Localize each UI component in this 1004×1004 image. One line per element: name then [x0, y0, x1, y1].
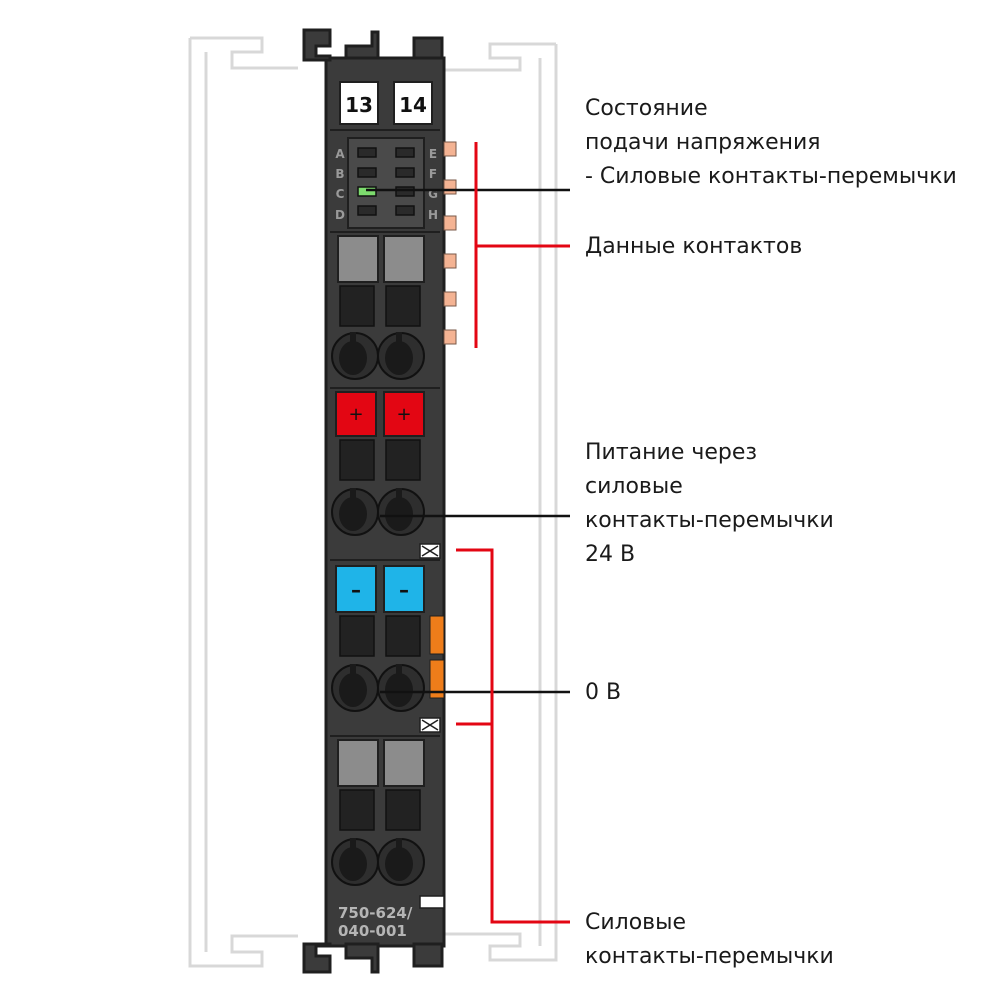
callout-power-status-line3: - Силовые контакты-перемычки	[585, 164, 957, 189]
callout-power-status: Состояние подачи напряжения - Силовые ко…	[585, 92, 957, 194]
minus-marker-2	[383, 565, 425, 613]
plus-symbol-2: +	[396, 404, 411, 425]
led-letter-a: A	[335, 147, 345, 161]
status-led	[357, 186, 377, 197]
terminal-group-1	[331, 235, 425, 380]
callout-supply-24v-line3: контакты-перемычки	[585, 508, 834, 533]
channel-labels: 13 14	[339, 81, 433, 125]
callout-supply-24v-line2: силовые	[585, 474, 683, 499]
callout-power-jumper-line2: контакты-перемычки	[585, 944, 834, 969]
callout-zero-v-line1: 0 В	[585, 680, 622, 705]
callout-lines	[366, 142, 570, 924]
part-number-line1: 750-624/	[338, 904, 413, 922]
power-jumper-contact-top	[419, 543, 441, 559]
minus-symbol-2: –	[399, 578, 409, 602]
minus-symbol-1: –	[351, 578, 361, 602]
part-number-line2: 040-001	[338, 922, 407, 940]
channel-label-13: 13	[345, 93, 373, 117]
minus-marker-1	[335, 565, 377, 613]
power-jumper-contact-bottom	[419, 717, 441, 733]
terminal-group-minus: – –	[331, 565, 425, 712]
led-panel: A B C D E F G H	[335, 137, 438, 229]
led-letter-d: D	[335, 208, 345, 222]
callout-data-contacts: Данные контактов	[585, 230, 802, 264]
callout-supply-24v-line1: Питание через	[585, 440, 758, 465]
plus-marker-2	[383, 391, 425, 437]
terminal-group-plus: + +	[331, 391, 425, 536]
callout-power-jumper-contacts: Силовые контакты-перемычки	[585, 906, 834, 974]
callout-zero-v: 0 В	[585, 676, 621, 710]
plus-symbol-1: +	[348, 404, 363, 425]
callout-data-contacts-line1: Данные контактов	[585, 234, 803, 259]
bottom-notch	[419, 895, 445, 909]
led-letter-c: C	[336, 187, 345, 201]
led-letter-g: G	[428, 187, 438, 201]
callout-power-status-line2: подачи напряжения	[585, 130, 821, 155]
callout-bracket-jumper	[456, 548, 570, 924]
led-letter-b: B	[335, 167, 344, 181]
plus-marker-1	[335, 391, 377, 437]
led-letter-f: F	[429, 167, 437, 181]
terminal-group-4	[331, 739, 425, 886]
callout-power-jumper-line1: Силовые	[585, 910, 687, 935]
callout-supply-24v: Питание через силовые контакты-перемычки…	[585, 436, 834, 572]
led-letter-e: E	[429, 147, 437, 161]
channel-label-14: 14	[399, 93, 427, 117]
callout-power-status-line1: Состояние	[585, 96, 708, 121]
power-bus-tab	[429, 615, 445, 699]
data-contacts	[443, 141, 457, 345]
callout-supply-24v-line4: 24 В	[585, 542, 636, 567]
led-letter-h: H	[428, 208, 438, 222]
din-rail-outline	[188, 36, 558, 968]
